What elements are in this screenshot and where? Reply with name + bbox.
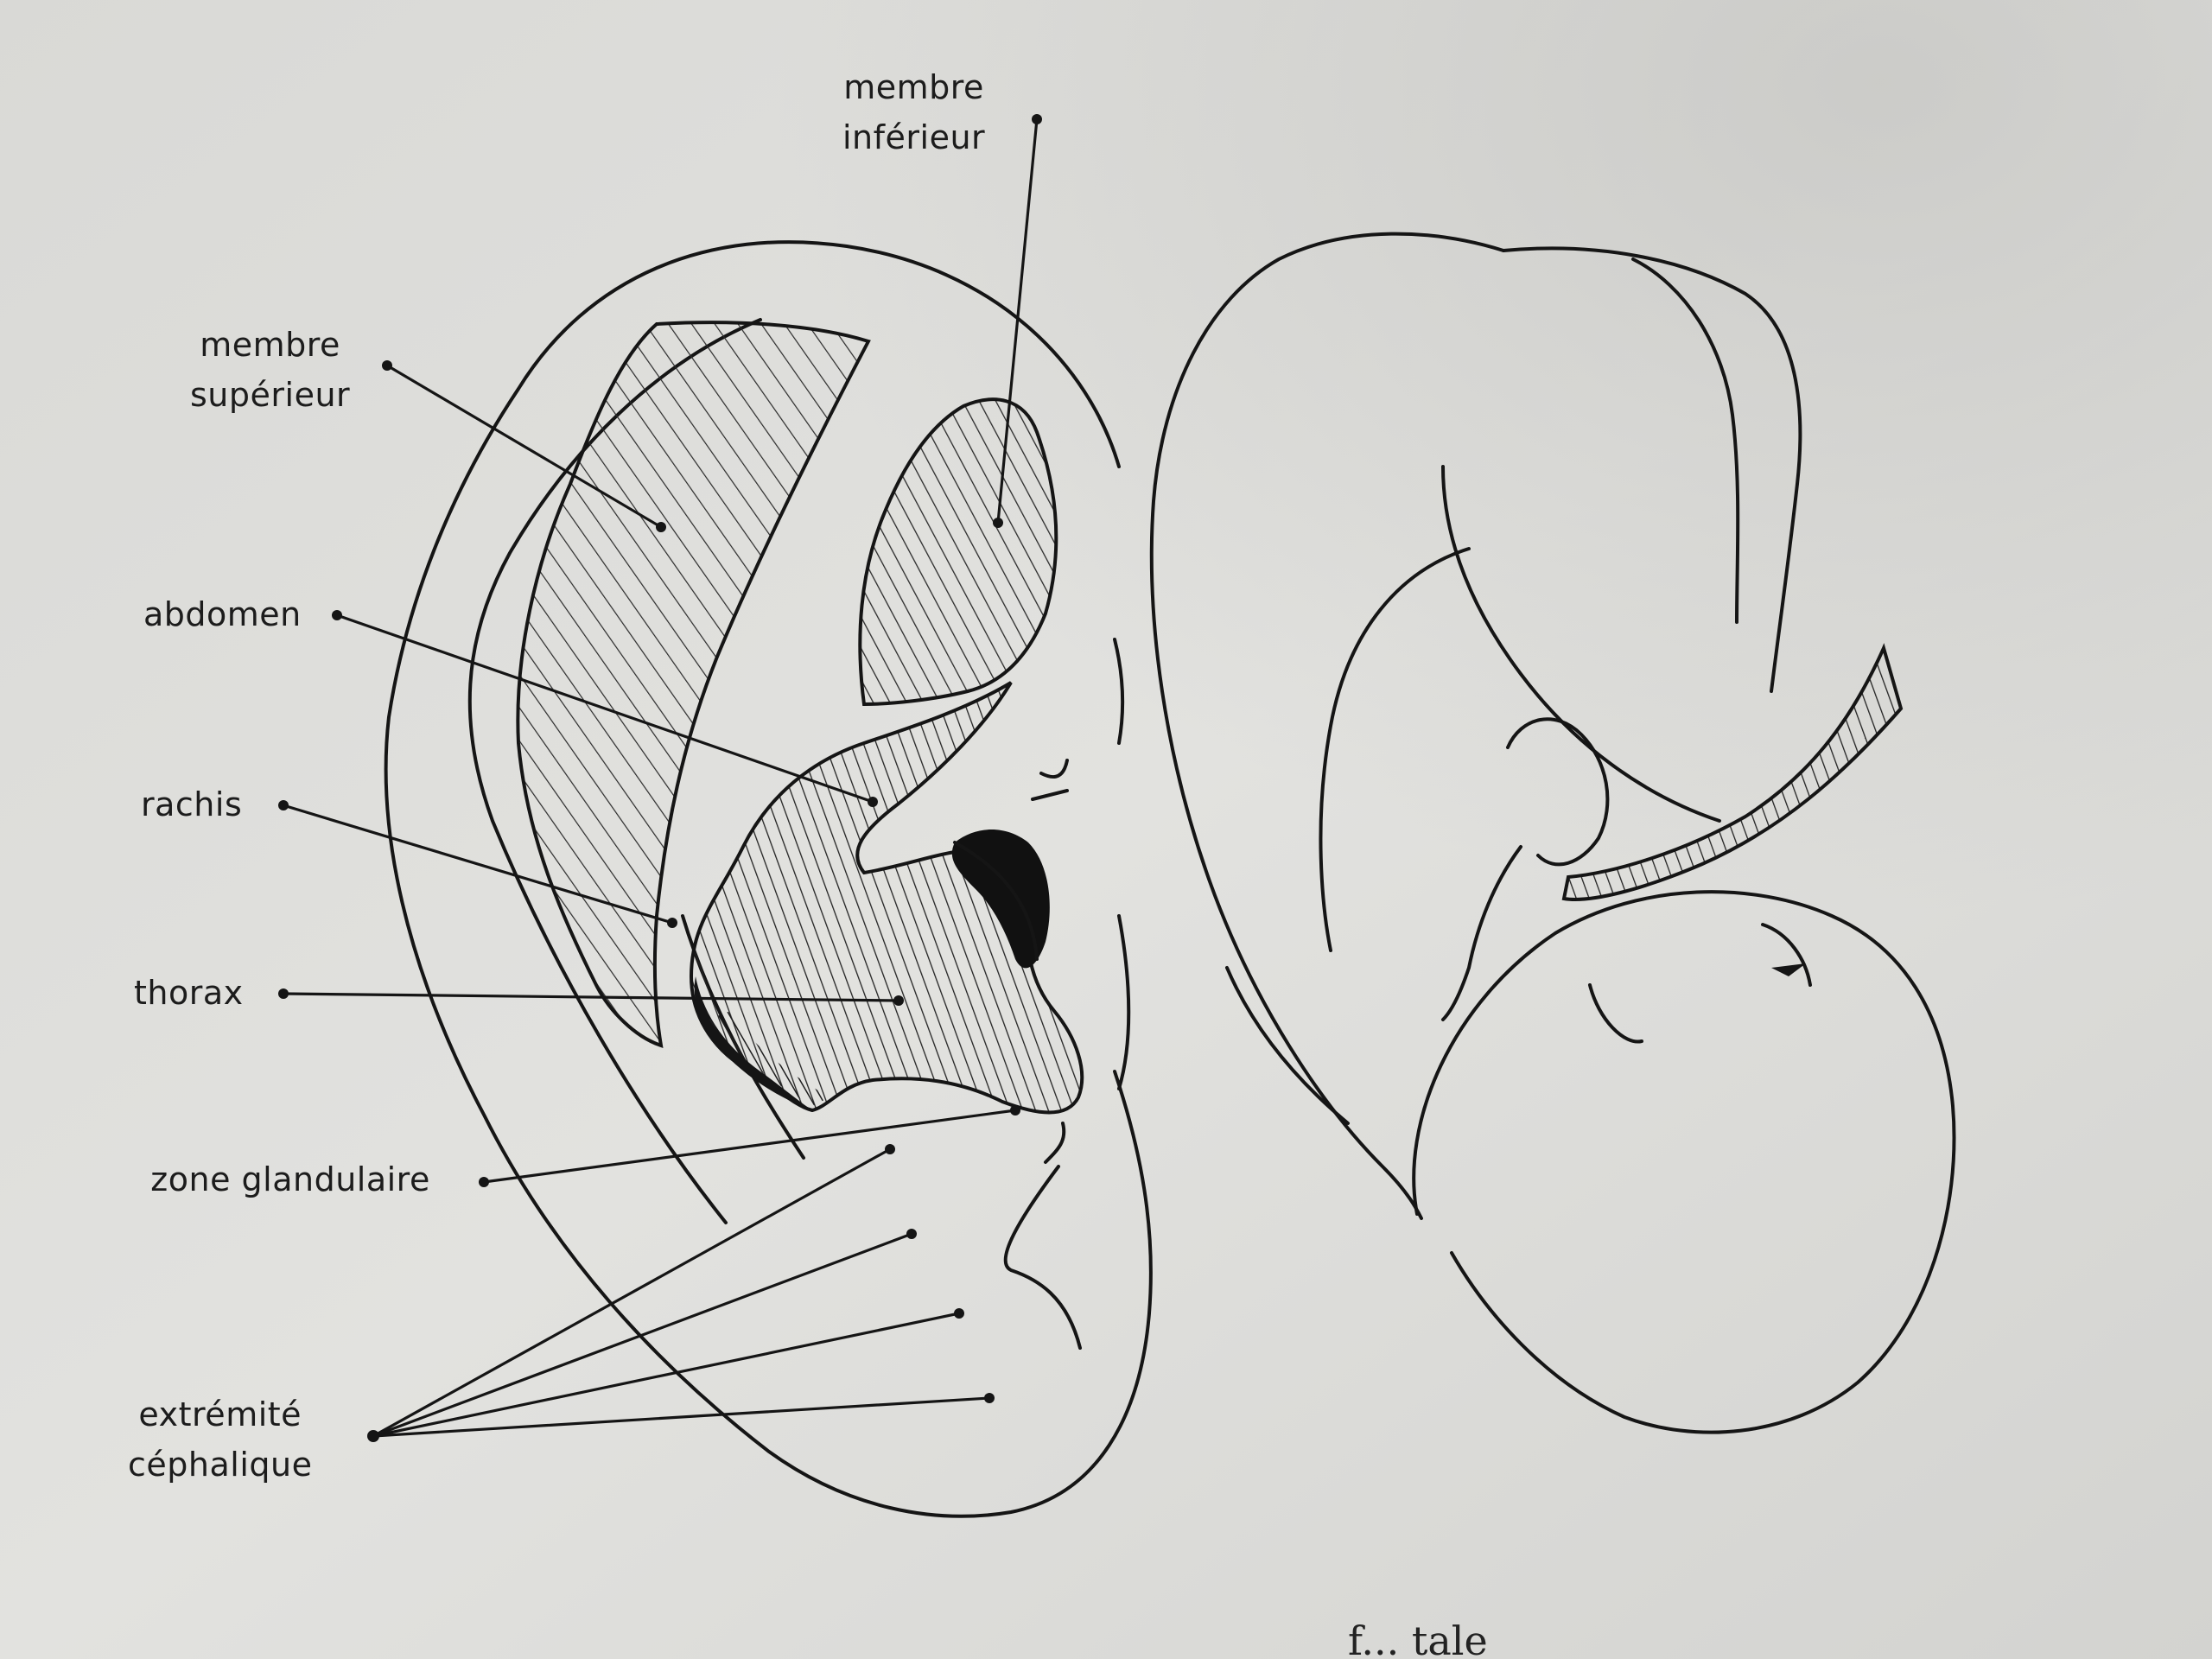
label-membre-inferieur-line1: membre — [843, 68, 984, 106]
label-membre-inferieur: membre inférieur — [842, 62, 985, 162]
leader-lines — [278, 114, 1042, 1442]
label-zone-glandulaire: zone glandulaire — [147, 1160, 430, 1198]
label-abdomen: abdomen — [143, 595, 302, 633]
concha-region — [689, 681, 1084, 1115]
caption-fragment: f... tale — [1348, 1618, 1488, 1659]
umbilical-cord — [1561, 643, 1904, 901]
concha-dark-band — [709, 1011, 830, 1106]
label-membre-inferieur-line2: inférieur — [842, 118, 986, 156]
membre-superieur-region — [516, 321, 871, 1048]
membre-inferieur-region — [858, 397, 1058, 707]
label-thorax: thorax — [134, 974, 244, 1012]
label-extremite-cephalique-line2: céphalique — [128, 1446, 313, 1484]
label-rachis: rachis — [141, 785, 243, 823]
ear-canal — [951, 830, 1050, 969]
label-membre-superieur-line2: supérieur — [190, 376, 351, 414]
label-membre-superieur-line1: membre — [200, 326, 340, 364]
label-extremite-cephalique-line1: extrémité — [138, 1395, 302, 1433]
label-extremite-cephalique: extrémité céphalique — [128, 1389, 312, 1490]
concha-shadow — [694, 976, 812, 1110]
fetus-outline — [1149, 232, 1956, 1434]
tragus — [953, 841, 1039, 961]
label-membre-superieur: membre supérieur — [190, 320, 350, 420]
